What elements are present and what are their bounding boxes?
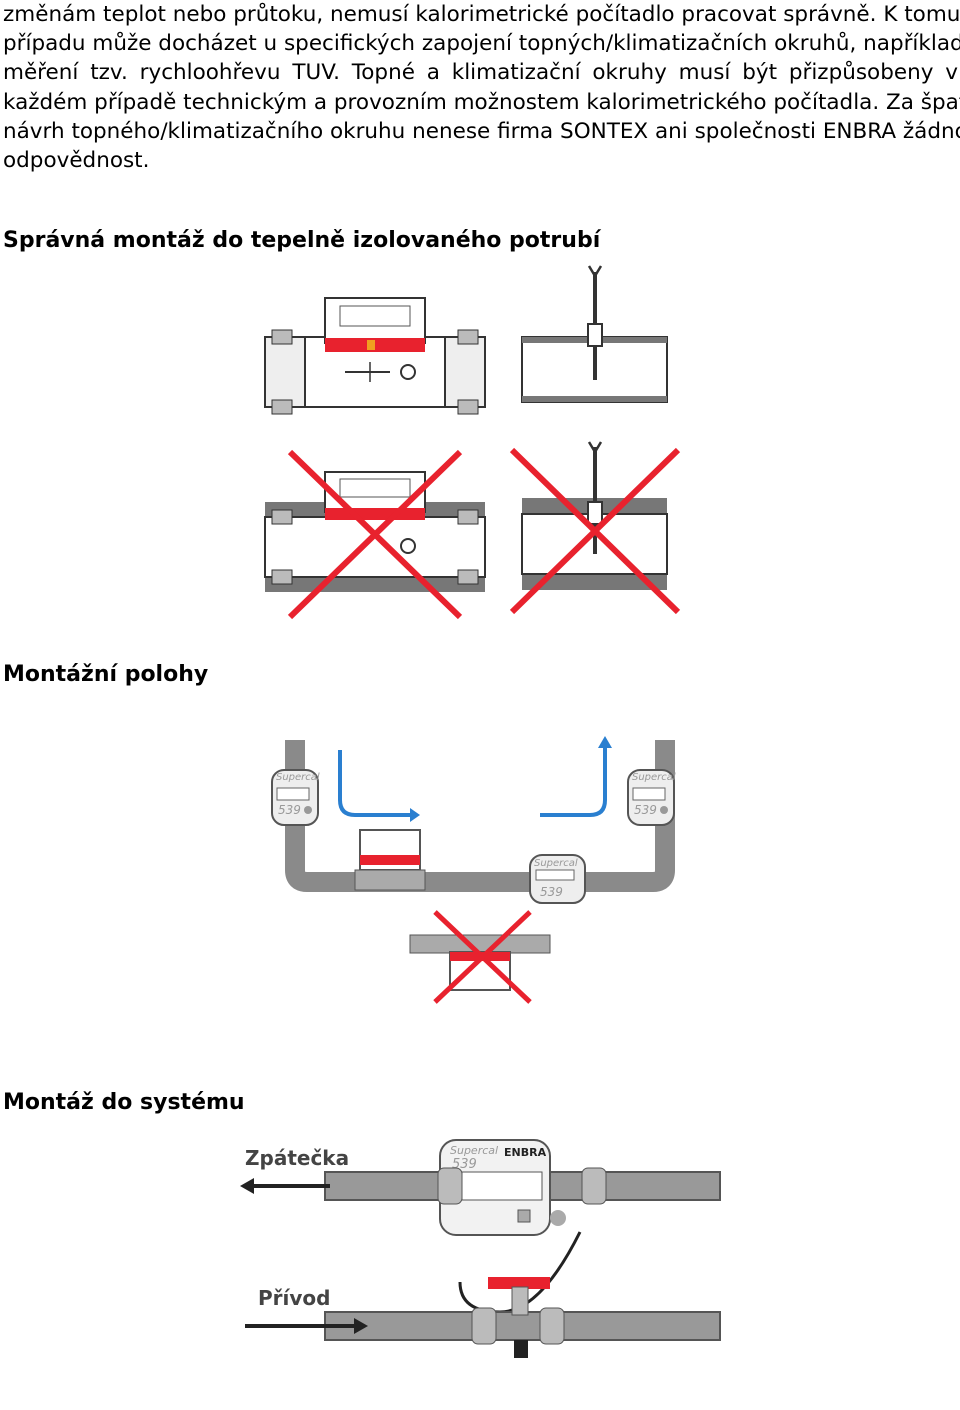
meter-left-vertical: Supercal 539 (271, 769, 320, 826)
intro-line: změnám teplot nebo průtoku, nemusí kalor… (3, 2, 960, 27)
insulation-figure (264, 265, 681, 620)
return-label: Zpátečka (245, 1146, 349, 1170)
section-heading-positions: Montážní polohy (3, 662, 209, 687)
meter-horizontal-display: Supercal 539 (529, 854, 586, 904)
meter-brand-label: Supercal (534, 858, 578, 869)
ball-valve (471, 1277, 565, 1358)
sensor-correct-illustration (521, 265, 668, 403)
mounting-positions-figure: Supercal 539 Supercal 539 Supercal 539 (271, 736, 676, 1004)
meter-wrong-illustration (264, 449, 486, 620)
meter-right-vertical: Supercal 539 (627, 769, 676, 826)
enbra-logo-text: ENBRA (504, 1146, 547, 1159)
section-heading-system: Montáž do systému (3, 1090, 245, 1115)
meter-brand-label: Supercal (276, 772, 320, 783)
section-heading-insulated: Správná montáž do tepelně izolovaného po… (3, 228, 601, 253)
intro-paragraph: změnám teplot nebo průtoku, nemusí kalor… (3, 0, 960, 175)
meter-horizontal-top (354, 829, 426, 891)
meter-brand-label: Supercal (450, 1144, 498, 1157)
heat-meter-main: Supercal 539 ENBRA (439, 1139, 566, 1236)
sensor-wrong-illustration (509, 441, 681, 615)
supply-label: Přívod (258, 1286, 330, 1310)
meter-upside-down-wrong (409, 910, 551, 1004)
intro-line: měření tzv. rychloohřevu TUV. Topné a kl… (3, 60, 958, 86)
meter-model-label: 539 (278, 803, 301, 817)
intro-line: návrh topného/klimatizačního okruhu nene… (3, 118, 960, 144)
intro-line: každém případě technickým a provozním mo… (3, 89, 960, 115)
meter-model-label: 539 (540, 885, 563, 899)
system-installation-figure: Zpátečka Supercal 539 ENBRA Přívod (240, 1139, 721, 1358)
intro-line: případu může docházet u specifických zap… (3, 31, 960, 57)
intro-line: odpovědnost. (3, 148, 150, 174)
meter-correct-illustration (264, 297, 486, 415)
meter-brand-label: Supercal (632, 772, 676, 783)
meter-model-label: 539 (634, 803, 657, 817)
